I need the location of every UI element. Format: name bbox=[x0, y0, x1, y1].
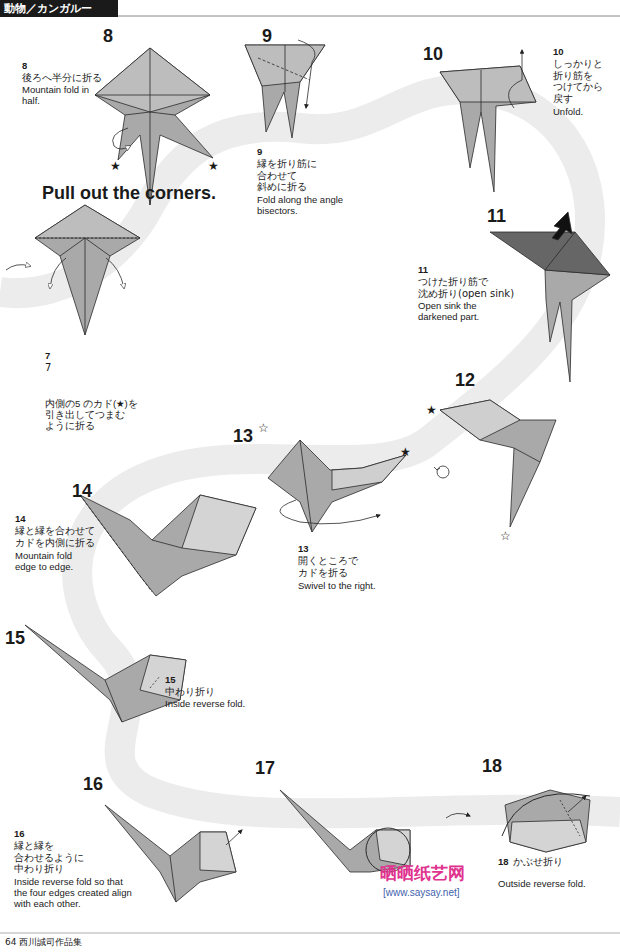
instruction-en: Inside reverse fold so that the four edg… bbox=[14, 876, 134, 909]
step-number: 15 bbox=[5, 628, 25, 648]
step-number: 10 bbox=[553, 46, 564, 57]
step-number: 18 bbox=[498, 856, 509, 867]
step-number: 17 bbox=[255, 758, 275, 778]
step-9-figure bbox=[245, 40, 325, 138]
step-number: 13 bbox=[233, 426, 253, 446]
instruction-en: Mountain fold in half. bbox=[22, 84, 94, 106]
instruction-en: Open sink the darkened part. bbox=[418, 300, 518, 322]
step-number: Pull out the corners. bbox=[42, 183, 216, 203]
watermark: 晒晒纸艺网 bbox=[380, 864, 465, 883]
instruction-jp: つけた折り筋で 沈め折り(open sink) bbox=[418, 276, 528, 299]
instruction-jp: 中わり折り bbox=[165, 686, 245, 698]
step-13-figure bbox=[268, 440, 406, 532]
step-18-figure bbox=[502, 790, 590, 852]
step-number: 9 bbox=[262, 26, 272, 46]
step-number: 10 bbox=[423, 44, 443, 64]
star-mark: ☆ bbox=[500, 530, 511, 543]
step-10-figure bbox=[440, 50, 536, 192]
step-number: 15 bbox=[165, 674, 176, 685]
step-8-figure bbox=[95, 48, 213, 205]
step-17-figure bbox=[280, 790, 470, 872]
header-rule bbox=[118, 16, 620, 17]
step-number: 9 bbox=[257, 146, 262, 157]
step-number: 14 bbox=[72, 481, 92, 501]
footer-rule bbox=[0, 933, 620, 934]
instruction-jp: 縁と縁を合わせて カドを内側に折る bbox=[15, 525, 103, 548]
step-number: 18 bbox=[482, 756, 502, 776]
path-band bbox=[0, 89, 620, 813]
instruction-jp: 縁を折り筋に 合わせて 斜めに折る bbox=[257, 158, 327, 193]
step-15-figure bbox=[25, 625, 186, 722]
step-number: 11 bbox=[487, 206, 506, 226]
step-number: 12 bbox=[455, 370, 475, 390]
watermark-url: [www.saysay.net] bbox=[383, 887, 460, 899]
page-footer: 64 西川誠司作品集 bbox=[5, 937, 82, 948]
step-number: 13 bbox=[298, 543, 309, 554]
instruction-jp: 7 bbox=[45, 362, 150, 374]
star-mark: ★ bbox=[110, 160, 121, 173]
header-bar bbox=[0, 0, 118, 17]
star-mark: ★ bbox=[400, 446, 411, 459]
step-number: 16 bbox=[83, 774, 103, 794]
instruction-en: 内側の5 のカド(★)を 引き出してつまむ ように折る bbox=[45, 398, 155, 431]
step-number: 8 bbox=[103, 26, 113, 46]
star-mark: ☆ bbox=[258, 422, 269, 435]
star-mark: ★ bbox=[426, 404, 437, 417]
instruction-en: Fold along the angle bisectors. bbox=[257, 194, 347, 216]
step-14-figure bbox=[80, 495, 256, 596]
page-heading: 動物／カンガルー bbox=[4, 1, 92, 16]
instruction-en: Inside reverse fold. bbox=[165, 698, 275, 709]
step-number: 7 bbox=[45, 350, 50, 361]
step-7-figure bbox=[6, 205, 140, 335]
instruction-en: Swivel to the right. bbox=[298, 580, 408, 591]
instruction-en: Unfold. bbox=[553, 106, 613, 117]
instruction-en: Mountain fold edge to edge. bbox=[15, 550, 95, 572]
instruction-jp: 開くところで カドを折る bbox=[298, 555, 370, 578]
star-mark: ★ bbox=[208, 160, 219, 173]
step-number: 11 bbox=[418, 264, 428, 275]
instruction-jp: しっかりと 折り筋を つけてから 戻す bbox=[553, 58, 611, 104]
instruction-en: Outside reverse fold. bbox=[498, 878, 613, 889]
step-number: 8 bbox=[22, 60, 27, 71]
instruction-jp: 縁と縁を 合わせるように 中わり折り bbox=[14, 840, 92, 875]
step-12-figure bbox=[434, 400, 556, 527]
step-number: 14 bbox=[15, 513, 26, 524]
instruction-jp: 後ろへ半分に折る bbox=[22, 72, 117, 84]
step-number: 16 bbox=[14, 828, 25, 839]
instruction-jp: かぶせ折り bbox=[513, 856, 593, 868]
